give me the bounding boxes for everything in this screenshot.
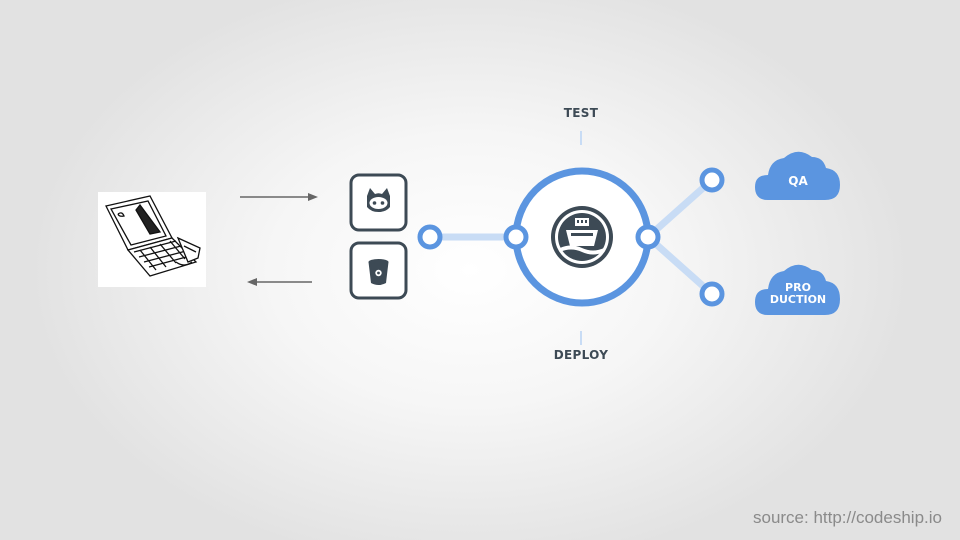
push-arrow [240,193,318,201]
production-label-line1: PRO [785,281,811,294]
qa-label: QA [788,174,808,188]
github-octocat-icon [349,173,408,232]
ci-qa-connector [645,177,715,240]
deploy-label: DEPLOY [553,348,609,362]
laptop-sketch-icon [98,192,206,287]
production-cloud: PRO DUCTION [755,264,840,315]
repo-node [417,224,443,250]
qa-cloud: QA [755,151,840,200]
bitbucket-icon [349,241,408,300]
ci-output-node [635,224,661,250]
production-node [699,281,725,307]
production-label-line2: DUCTION [770,293,826,306]
ci-input-node [503,224,529,250]
pull-arrow [247,278,312,286]
source-credit: source: http://codeship.io [752,508,942,527]
codeship-ship-icon [551,206,613,268]
qa-node [699,167,725,193]
ci-production-connector [645,234,715,297]
test-label: TEST [563,106,599,120]
